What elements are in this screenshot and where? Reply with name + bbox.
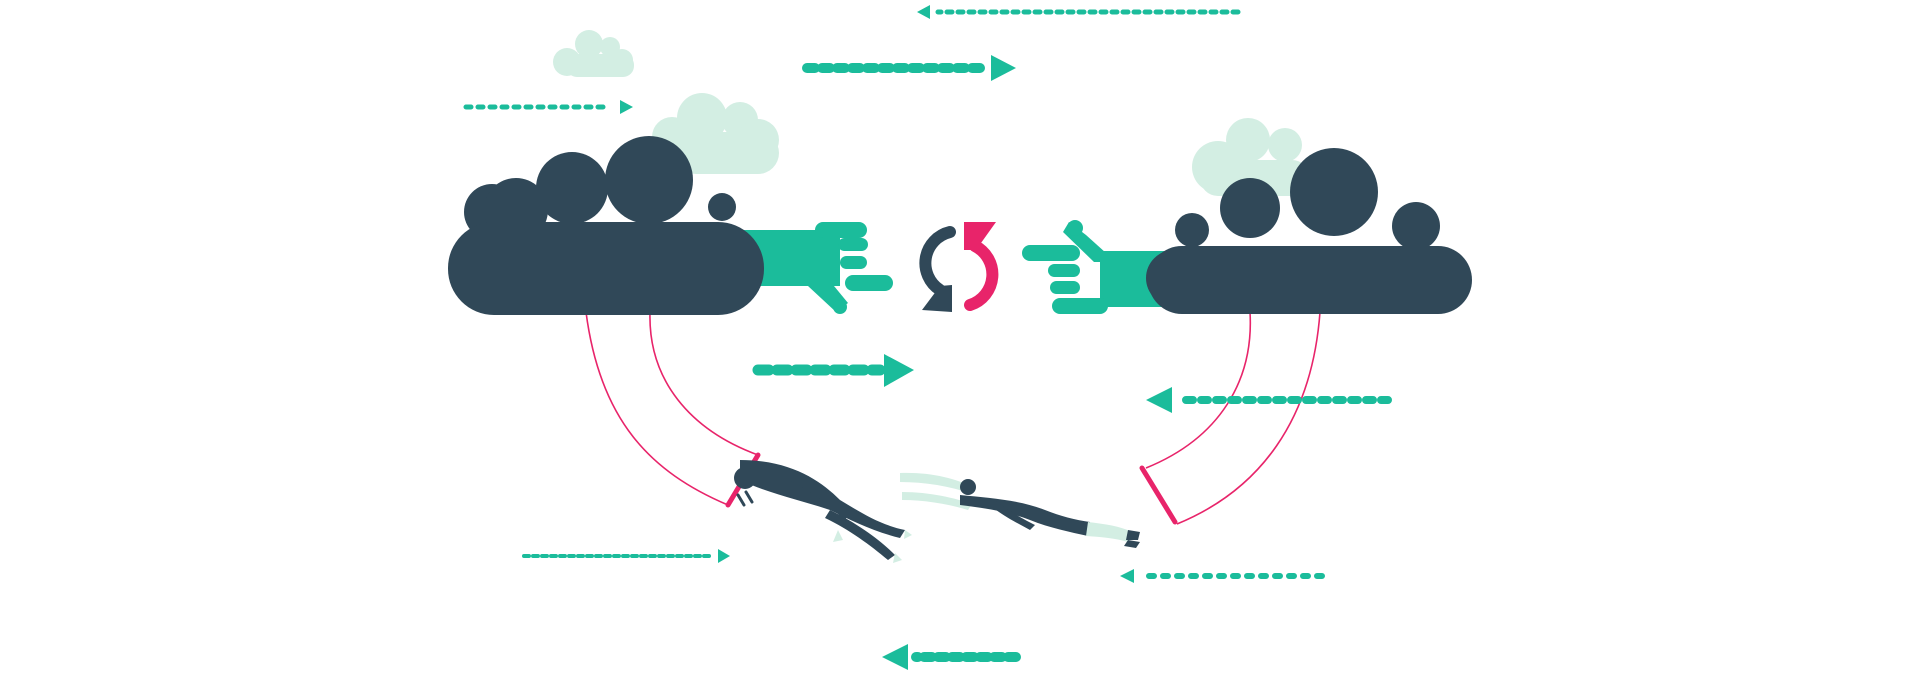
- flow-arrow-icon: [463, 100, 633, 114]
- light-cloud-icon: [1192, 118, 1310, 196]
- flow-arrow-icon: [882, 644, 1021, 670]
- flow-arrow-icon: [802, 55, 1016, 81]
- rope-right: [1145, 311, 1321, 525]
- flow-arrow-icon: [752, 354, 914, 387]
- rope-left: [585, 311, 759, 506]
- flow-arrow-icon: [917, 5, 1241, 19]
- light-cloud-icon: [652, 93, 779, 174]
- flying-person-icon: [734, 460, 912, 563]
- left-cloud-icon: [448, 136, 764, 315]
- flow-arrow-icon: [1120, 569, 1325, 583]
- right-cloud-icon: [1146, 148, 1472, 314]
- light-cloud-icon: [553, 30, 634, 77]
- flow-arrow-icon: [1146, 387, 1392, 413]
- rope-bar-right: [1139, 465, 1178, 525]
- sync-arrows-icon: [919, 222, 999, 312]
- flying-person-icon: [900, 472, 1140, 548]
- flow-arrow-icon: [522, 549, 730, 563]
